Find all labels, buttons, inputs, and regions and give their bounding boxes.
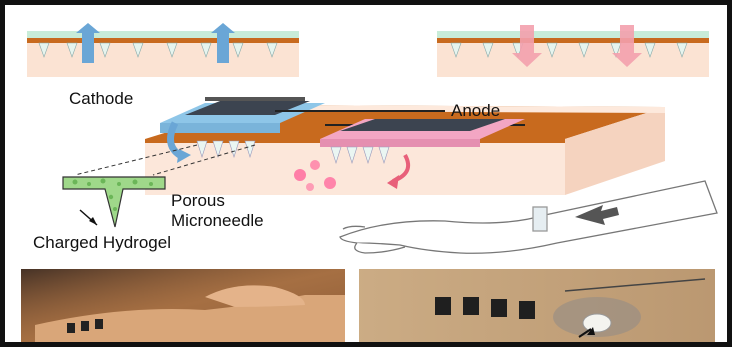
anode-label: Anode (451, 101, 500, 121)
porous-label: Porous (171, 191, 225, 211)
photo-panel-left (21, 269, 345, 342)
charged-hydrogel-label: Charged Hydrogel (33, 233, 171, 253)
cathode-label: Cathode (69, 89, 133, 109)
diagram-svg (5, 5, 727, 342)
top-right-skin-panel (437, 25, 709, 77)
photo-panel-right (359, 269, 715, 342)
top-left-skin-panel (27, 23, 299, 77)
microneedle-label: Microneedle (171, 211, 264, 231)
microneedle-inset (63, 177, 165, 227)
